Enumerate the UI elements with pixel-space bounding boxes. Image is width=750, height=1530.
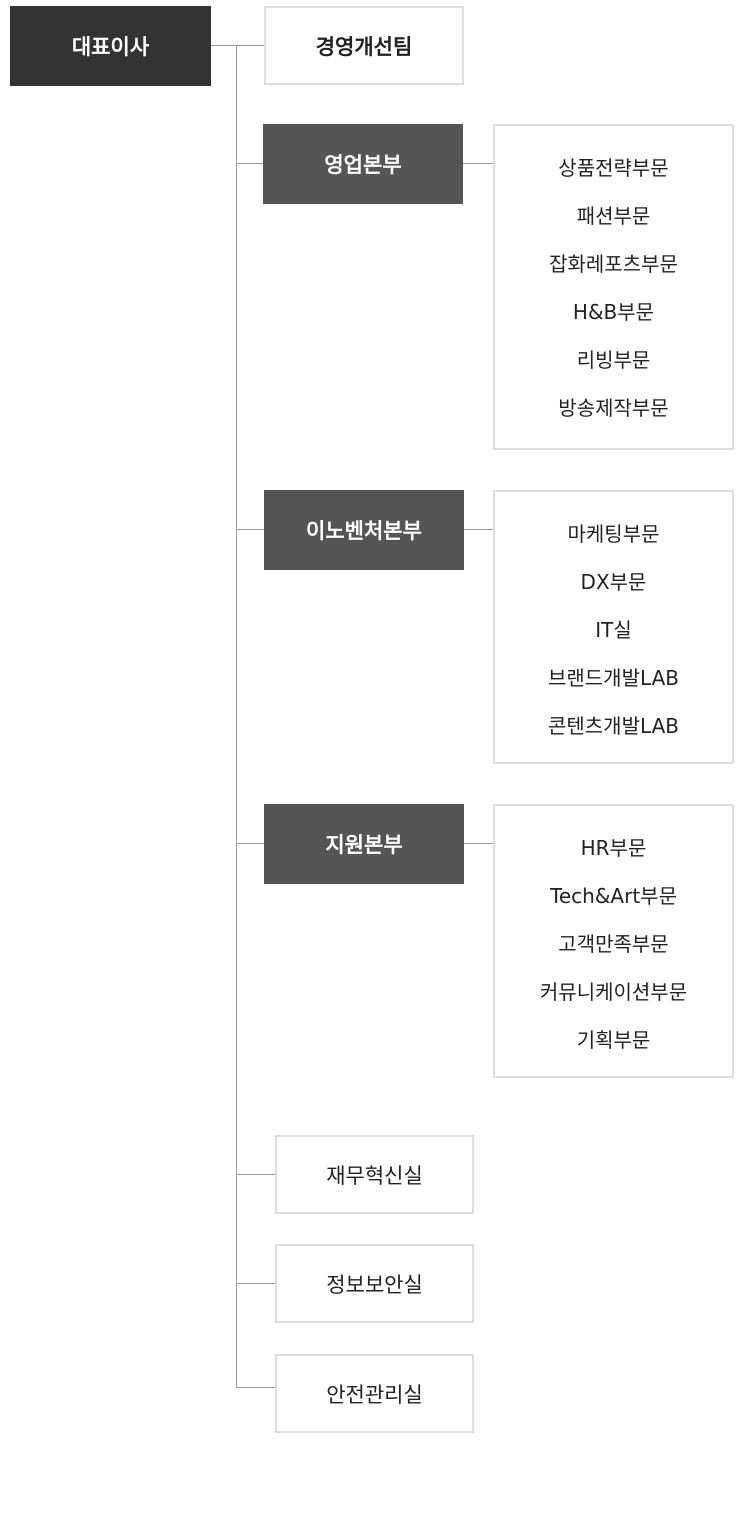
management-team-label: 경영개선팀 bbox=[315, 34, 413, 59]
unit-item: DX부문 bbox=[580, 570, 647, 594]
innoventure-units-list: 마케팅부문 DX부문 IT실 브랜드개발LAB 콘텐츠개발LAB bbox=[493, 490, 734, 764]
ceo-box: 대표이사 bbox=[10, 6, 211, 86]
office-label: 재무혁신실 bbox=[326, 1163, 423, 1188]
branch-security bbox=[236, 1283, 275, 1284]
unit-item: 패션부문 bbox=[576, 204, 651, 228]
sales-units-list: 상품전략부문 패션부문 잡화레포츠부문 H&B부문 리빙부문 방송제작부문 bbox=[493, 124, 734, 450]
division-support: 지원본부 bbox=[264, 804, 464, 884]
unit-item: IT실 bbox=[595, 618, 632, 642]
unit-item: 방송제작부문 bbox=[558, 396, 669, 420]
branch-sales bbox=[236, 163, 264, 164]
unit-item: 기획부문 bbox=[576, 1028, 651, 1052]
division-sales-label: 영업본부 bbox=[324, 153, 402, 177]
division-innoventure-label: 이노벤처본부 bbox=[306, 519, 422, 543]
office-finance-innovation: 재무혁신실 bbox=[275, 1135, 474, 1214]
ceo-label: 대표이사 bbox=[71, 35, 150, 59]
support-to-units bbox=[464, 843, 493, 844]
unit-item: 잡화레포츠부문 bbox=[549, 252, 678, 276]
trunk-line bbox=[236, 45, 237, 1388]
sales-to-units bbox=[463, 163, 493, 164]
ceo-connector bbox=[211, 45, 265, 46]
unit-item: 상품전략부문 bbox=[558, 156, 669, 180]
office-label: 정보보안실 bbox=[326, 1272, 423, 1297]
unit-item: H&B부문 bbox=[572, 300, 655, 324]
division-sales: 영업본부 bbox=[263, 124, 463, 204]
unit-item: 마케팅부문 bbox=[567, 522, 660, 546]
branch-safety bbox=[236, 1387, 275, 1388]
unit-item: HR부문 bbox=[580, 836, 647, 860]
unit-item: 커뮤니케이션부문 bbox=[539, 980, 688, 1004]
division-support-label: 지원본부 bbox=[325, 833, 403, 857]
unit-item: 고객만족부문 bbox=[558, 932, 669, 956]
division-innoventure: 이노벤처본부 bbox=[264, 490, 464, 570]
office-safety-management: 안전관리실 bbox=[275, 1354, 474, 1433]
branch-innoventure bbox=[236, 529, 264, 530]
branch-support bbox=[236, 843, 264, 844]
office-information-security: 정보보안실 bbox=[275, 1244, 474, 1323]
branch-finance bbox=[236, 1174, 275, 1175]
management-team-box: 경영개선팀 bbox=[264, 6, 464, 85]
innoventure-to-units bbox=[464, 529, 493, 530]
support-units-list: HR부문 Tech&Art부문 고객만족부문 커뮤니케이션부문 기획부문 bbox=[493, 804, 734, 1078]
office-label: 안전관리실 bbox=[326, 1382, 423, 1407]
unit-item: Tech&Art부문 bbox=[550, 884, 677, 908]
unit-item: 콘텐츠개발LAB bbox=[547, 714, 679, 738]
unit-item: 리빙부문 bbox=[576, 348, 651, 372]
unit-item: 브랜드개발LAB bbox=[547, 666, 679, 690]
